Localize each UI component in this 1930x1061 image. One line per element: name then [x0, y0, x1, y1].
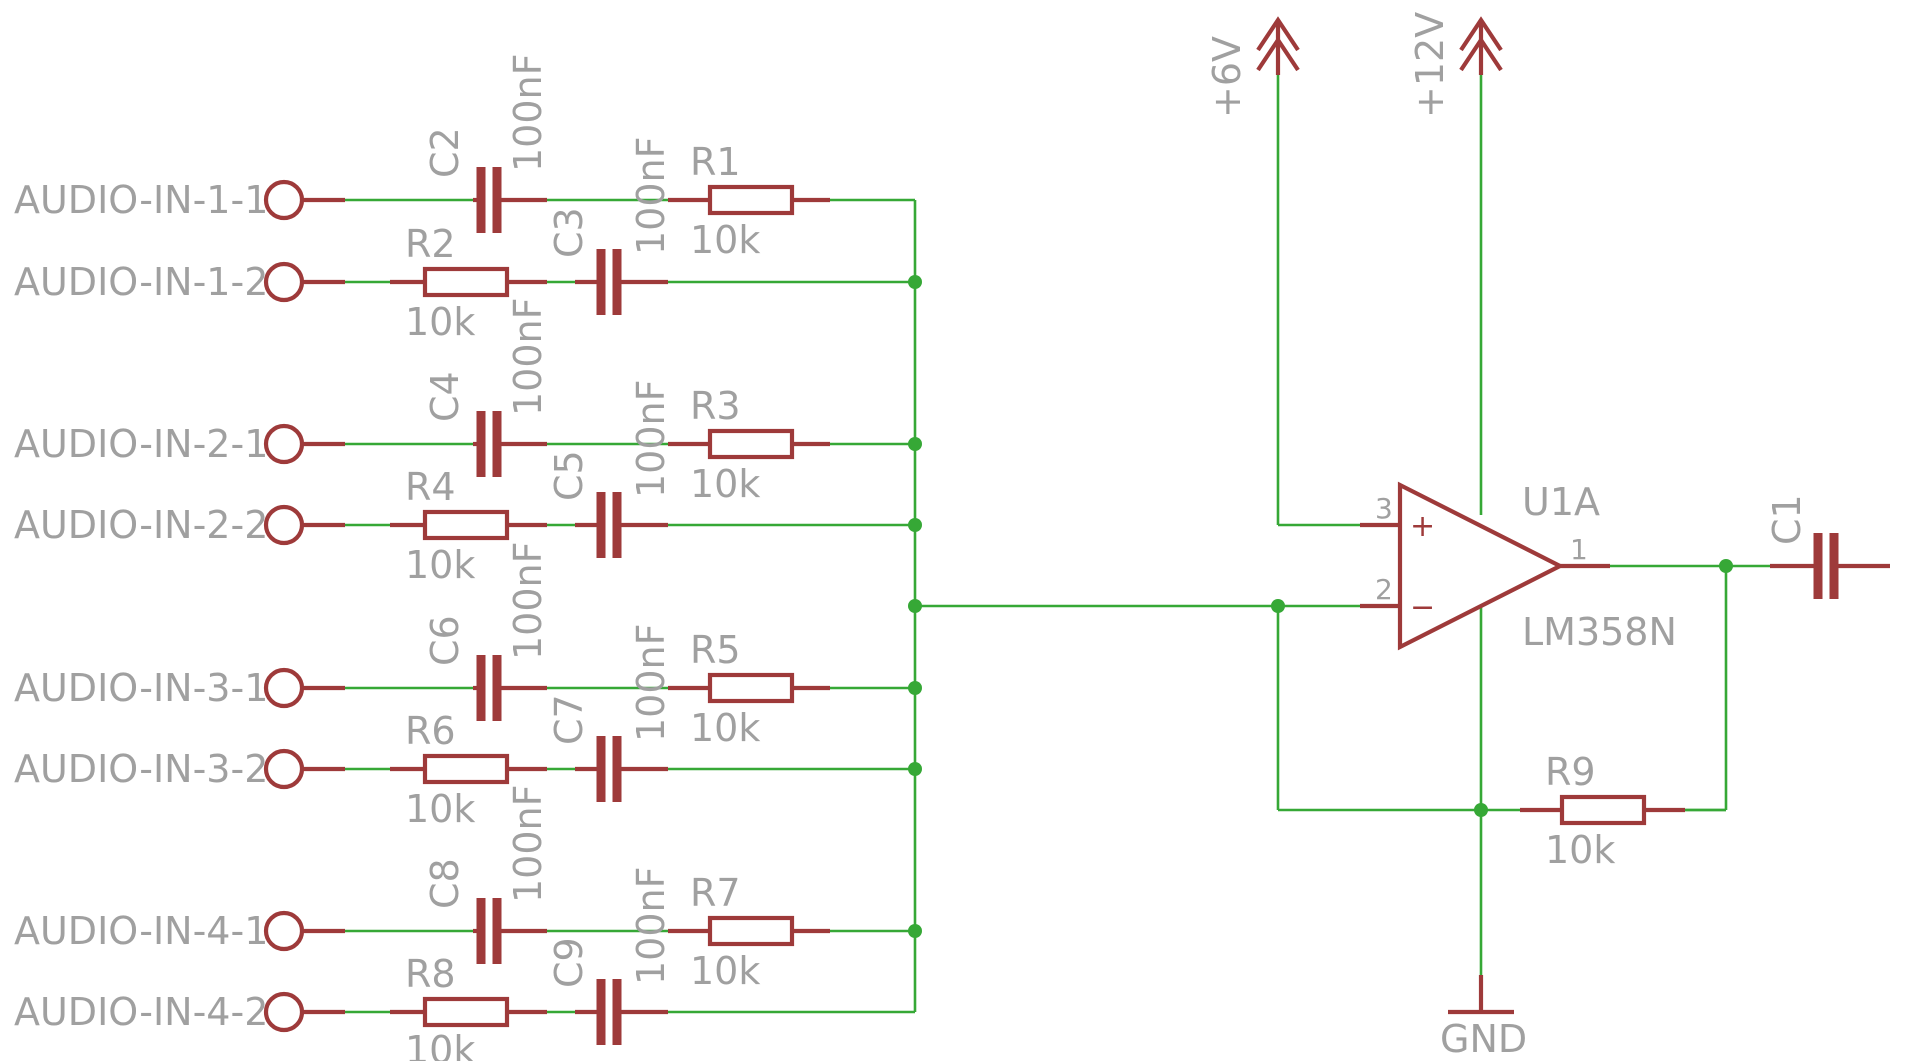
res-name: R3 [690, 384, 741, 428]
res-value: 10k [405, 787, 475, 831]
supply-label-v6: +6V [1205, 36, 1249, 118]
junction-dot [1719, 559, 1733, 573]
resistor-body [1559, 794, 1647, 826]
res-value: 10k [405, 300, 475, 344]
res-name: R6 [405, 709, 456, 753]
plus-sign: + [1410, 509, 1435, 544]
res-value: 10k [690, 218, 760, 262]
input-connector[interactable] [263, 179, 305, 221]
junction-dot [908, 599, 922, 613]
ground-symbol: GND [1440, 975, 1527, 1061]
feedback-value: 10k [1545, 828, 1615, 872]
resistor-body [707, 428, 795, 460]
output-cap-name: C1 [1765, 494, 1809, 545]
channel-4: AUDIO-IN-4-1 C8 100nF R7 10k AUDIO-IN-4-… [14, 785, 915, 1061]
feedback-resistor: R9 10k [1520, 750, 1726, 872]
opamp-part: LM358N [1522, 610, 1677, 654]
minus-sign: − [1410, 590, 1435, 625]
res-name: R7 [690, 871, 741, 915]
cap-value: 100nF [506, 785, 550, 903]
input-connector[interactable] [263, 991, 305, 1033]
cap-name: C2 [423, 127, 467, 178]
cap-value: 100nF [629, 380, 673, 498]
resistor-body [707, 672, 795, 704]
cap-value: 100nF [506, 542, 550, 660]
res-value: 10k [690, 706, 760, 750]
cap-name: C9 [547, 937, 591, 988]
input-connector[interactable] [263, 910, 305, 952]
res-name: R5 [690, 628, 741, 672]
supply-label-v12: +12V [1408, 12, 1452, 118]
channel-1: AUDIO-IN-1-1 C2 100nF R1 10k AUDIO-IN-1-… [14, 54, 915, 344]
pin-out-number: 1 [1570, 533, 1588, 566]
input-connector[interactable] [263, 423, 305, 465]
cap-name: C3 [547, 207, 591, 258]
input-connector[interactable] [263, 504, 305, 546]
cap-name: C7 [547, 694, 591, 745]
ground-label: GND [1440, 1017, 1527, 1061]
cap-value: 100nF [506, 54, 550, 172]
res-value: 10k [405, 543, 475, 587]
opamp-triangle-icon [1397, 481, 1565, 651]
opamp-u1a: + − 3 2 1 U1A LM358N [1360, 480, 1677, 654]
resistor-body [422, 753, 510, 785]
res-value: 10k [405, 1028, 475, 1061]
resistor-body [707, 915, 795, 947]
opamp-name: U1A [1522, 480, 1600, 524]
res-value: 10k [690, 949, 760, 993]
main-wiring [913, 60, 1800, 1012]
pin-minus-number: 2 [1375, 573, 1393, 606]
feedback-name: R9 [1545, 750, 1596, 794]
res-name: R2 [405, 222, 456, 266]
input-label: AUDIO-IN-2-2 [14, 503, 268, 547]
res-name: R4 [405, 465, 456, 509]
junction-dot [1271, 599, 1285, 613]
resistor-body [422, 509, 510, 541]
input-label: AUDIO-IN-4-2 [14, 990, 268, 1034]
res-name: R8 [405, 952, 456, 996]
cap-value: 100nF [629, 624, 673, 742]
resistor-body [422, 996, 510, 1028]
input-connector[interactable] [263, 261, 305, 303]
res-value: 10k [690, 462, 760, 506]
pin-plus-number: 3 [1375, 492, 1393, 525]
input-label: AUDIO-IN-4-1 [14, 909, 268, 953]
resistor-body [707, 184, 795, 216]
channel-2: AUDIO-IN-2-1 C4 100nF R3 10k AUDIO-IN-2-… [14, 298, 915, 587]
input-connector[interactable] [263, 667, 305, 709]
cap-name: C5 [547, 450, 591, 501]
cap-value: 100nF [629, 137, 673, 255]
input-label: AUDIO-IN-1-2 [14, 260, 268, 304]
cap-name: C4 [423, 371, 467, 422]
channel-3: AUDIO-IN-3-1 C6 100nF R5 10k AUDIO-IN-3-… [14, 542, 915, 831]
cap-value: 100nF [506, 298, 550, 416]
res-name: R1 [690, 140, 741, 184]
output-capacitor: C1 [1765, 494, 1890, 599]
input-label: AUDIO-IN-1-1 [14, 178, 268, 222]
input-connector[interactable] [263, 748, 305, 790]
cap-name: C6 [423, 615, 467, 666]
supply-v6: +6V [1205, 16, 1300, 118]
cap-value: 100nF [629, 867, 673, 985]
cap-name: C8 [423, 858, 467, 909]
input-label: AUDIO-IN-3-2 [14, 747, 268, 791]
junction-dot [1474, 803, 1488, 817]
resistor-body [422, 266, 510, 298]
input-label: AUDIO-IN-3-1 [14, 666, 268, 710]
input-label: AUDIO-IN-2-1 [14, 422, 268, 466]
supply-v12: +12V [1408, 12, 1503, 118]
